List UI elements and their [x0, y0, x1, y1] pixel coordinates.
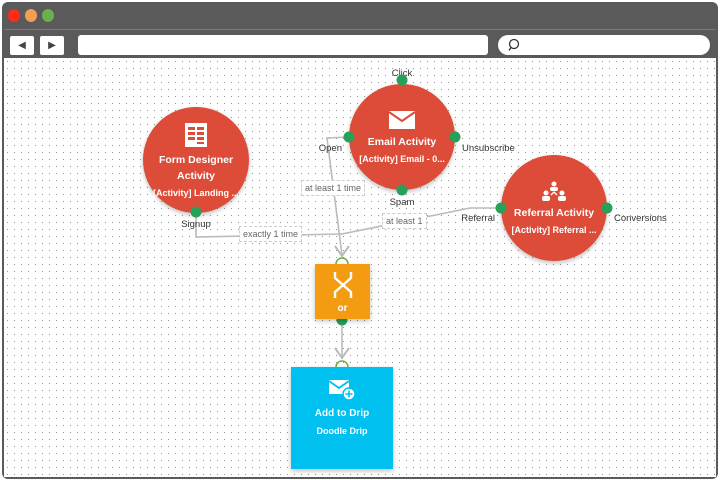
merge-icon [333, 272, 352, 298]
or-gate-node[interactable]: or [315, 264, 370, 319]
port-label-click: Click [391, 68, 413, 79]
form-table-icon [185, 123, 207, 147]
port-label-unsubscribe: Unsubscribe [462, 143, 515, 154]
search-input[interactable] [498, 35, 710, 55]
port-referral[interactable] [495, 202, 507, 214]
port-label-spam: Spam [389, 197, 415, 208]
input-port[interactable] [335, 360, 349, 368]
node-title: Activity [177, 170, 215, 182]
port-open[interactable] [343, 131, 355, 143]
port-spam[interactable] [396, 184, 408, 196]
maximize-button[interactable] [42, 9, 54, 22]
forward-arrow-icon: ▶ [48, 40, 56, 51]
node-title: Add to Drip [314, 408, 370, 419]
url-bar[interactable] [78, 35, 488, 55]
close-button[interactable] [8, 9, 20, 22]
forward-button[interactable]: ▶ [40, 36, 64, 55]
arrow-head-icon [334, 347, 350, 360]
port-label-open: Open [318, 143, 342, 154]
edge-email-open [326, 136, 350, 256]
minimize-button[interactable] [25, 9, 37, 22]
node-subtitle: Doodle Drip [316, 426, 368, 436]
node-title: Referral Activity [513, 207, 595, 219]
form-designer-activity-node[interactable]: Form Designer Activity [Activity] Landin… [143, 107, 249, 213]
back-arrow-icon: ◀ [18, 40, 26, 51]
port-signup[interactable] [190, 206, 202, 218]
envelope-add-icon [328, 380, 356, 401]
node-title: Email Activity [367, 136, 437, 148]
search-icon [508, 38, 520, 51]
referral-activity-node[interactable]: Referral Activity [Activity] Referral ..… [501, 155, 607, 261]
node-title: Form Designer [158, 154, 234, 166]
port-label-signup: Signup [181, 219, 211, 230]
port-click[interactable] [396, 74, 408, 86]
envelope-icon [388, 111, 416, 129]
port-conversions[interactable] [601, 202, 613, 214]
edge-label[interactable]: at least 1 time [301, 180, 366, 196]
input-port[interactable] [335, 257, 349, 265]
node-subtitle: [Activity] Landing ... [152, 188, 239, 198]
referral-people-icon [542, 181, 566, 201]
edge-label[interactable]: exactly 1 time [239, 226, 303, 242]
port-label-conversions: Conversions [614, 213, 667, 224]
node-subtitle: [Activity] Referral ... [511, 225, 597, 235]
node-subtitle: [Activity] Email - 0... [359, 154, 445, 164]
edge-label[interactable]: at least 1 [382, 213, 427, 229]
add-to-drip-node[interactable]: Add to Drip Doodle Drip [291, 367, 393, 469]
email-activity-node[interactable]: Email Activity [Activity] Email - 0... [349, 84, 455, 190]
port-unsubscribe[interactable] [449, 131, 461, 143]
node-label: or [337, 303, 348, 314]
back-button[interactable]: ◀ [10, 36, 34, 55]
port-or-output[interactable] [336, 314, 348, 326]
port-label-referral: Referral [461, 213, 495, 224]
arrow-head-icon [334, 245, 350, 258]
divider [4, 29, 716, 30]
